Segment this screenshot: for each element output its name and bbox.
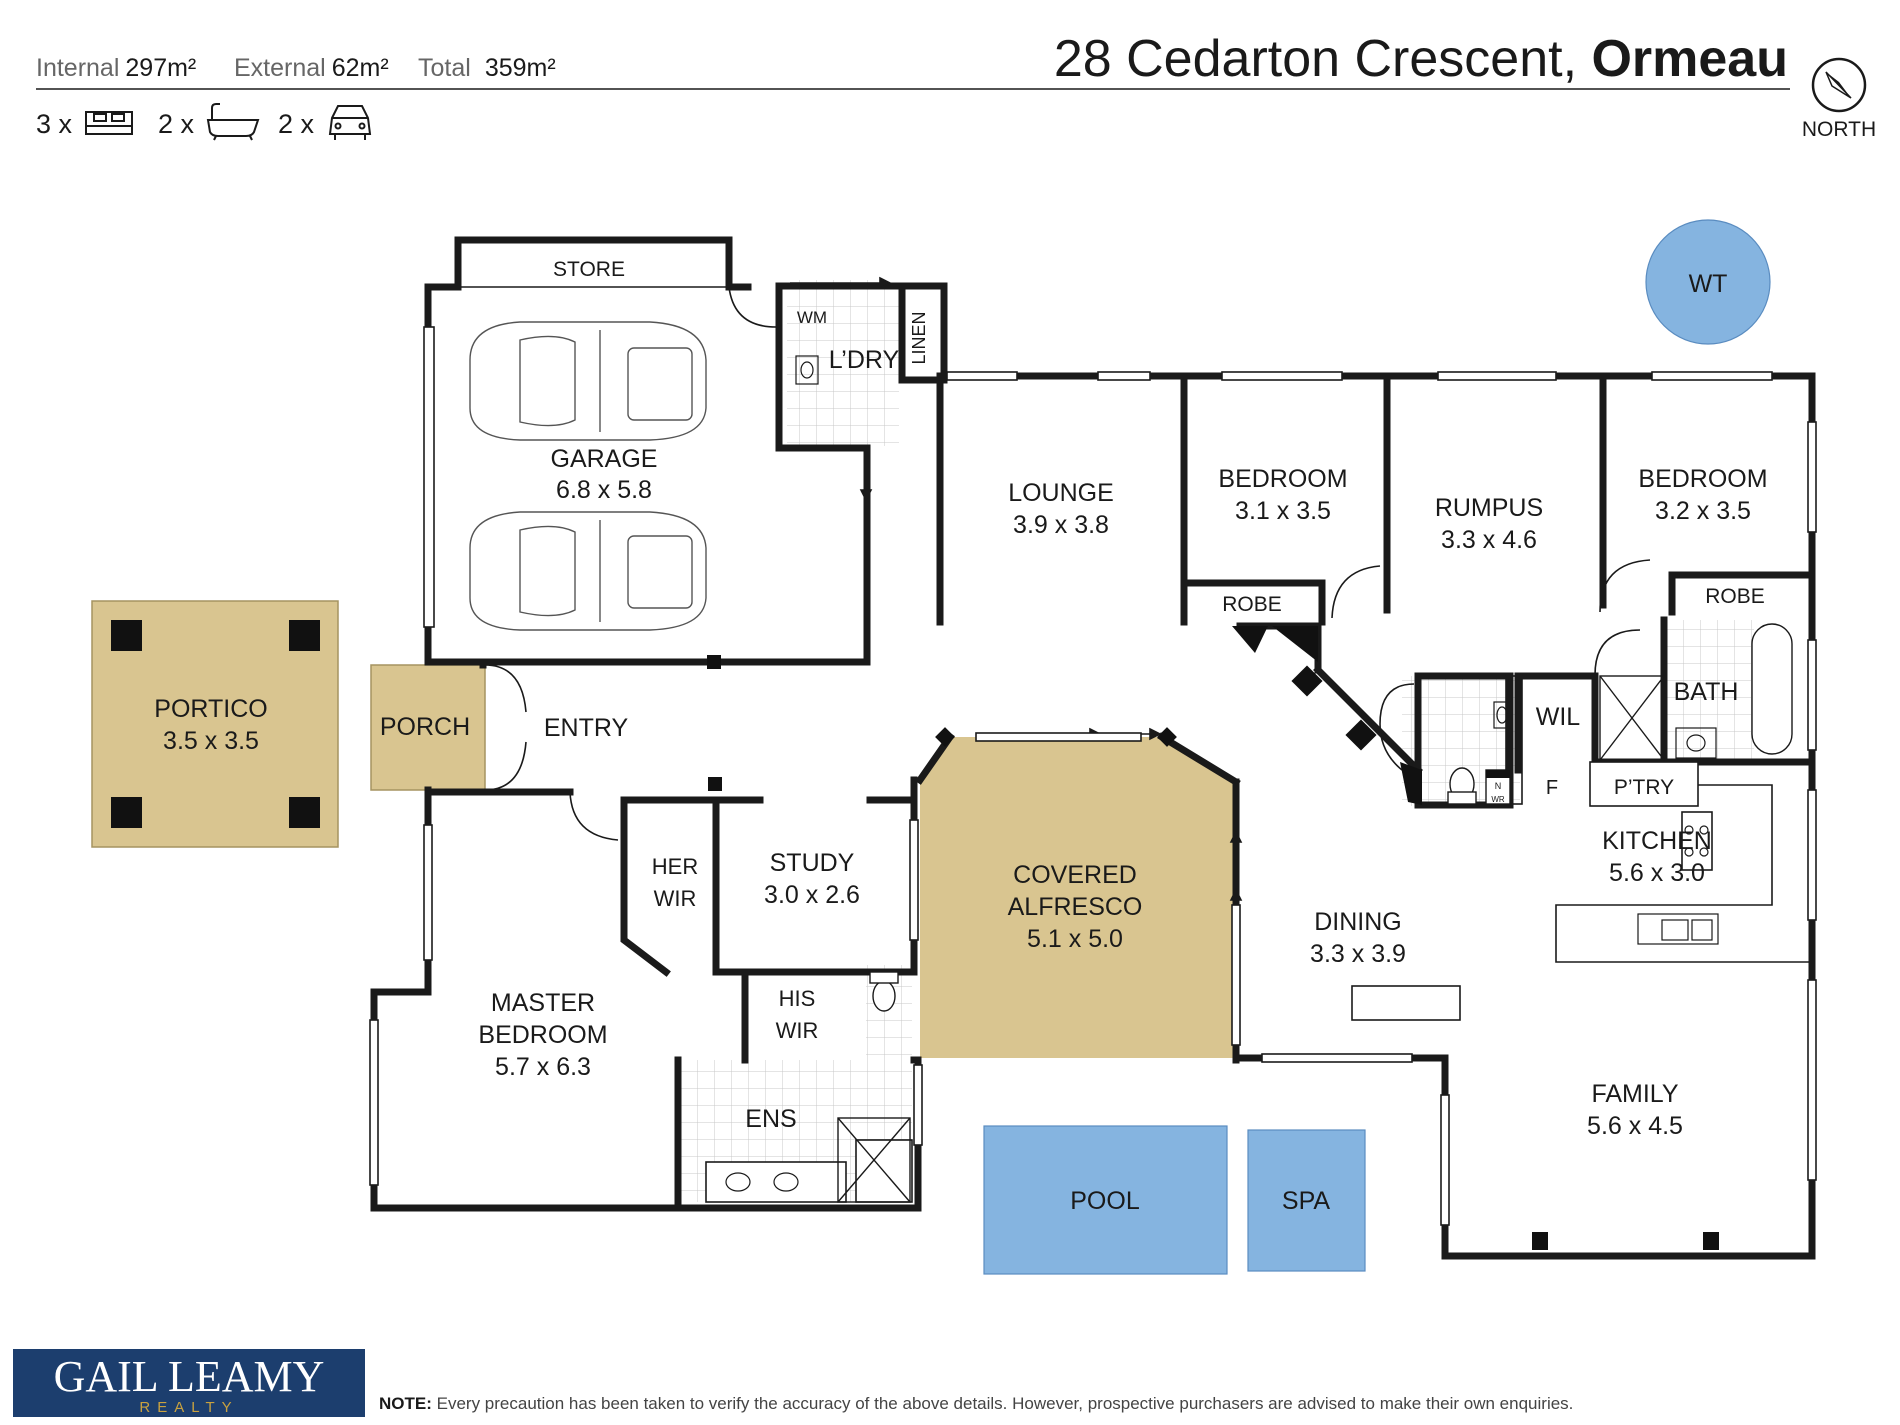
family-dim: 5.6 x 4.5 <box>1587 1112 1683 1140</box>
fridge-label: F <box>1546 777 1558 799</box>
company-logo: GAIL LEAMY REALTY <box>13 1349 365 1417</box>
robe2-label: ROBE <box>1222 593 1282 616</box>
shower-icon <box>837 675 1665 1203</box>
his-wir-label-1: HIS <box>779 986 816 1011</box>
bathtub-icon <box>1751 623 1793 755</box>
car-outline-icon <box>469 511 707 631</box>
note-label: NOTE: <box>379 1394 432 1413</box>
covered-alfresco <box>920 737 1236 1058</box>
bath-icon <box>206 103 260 141</box>
toilet-icon <box>869 971 899 1012</box>
room-labels: STORE WM L’DRY LINEN GARAGE 6.8 x 5.8 LO… <box>154 258 1767 1215</box>
lounge-dim: 3.9 x 3.8 <box>1013 511 1109 539</box>
pantry-label: P’TRY <box>1614 776 1674 799</box>
porch <box>370 664 486 791</box>
bed-count: 3 x <box>36 109 73 139</box>
bedroom2-dim: 3.1 x 3.5 <box>1235 497 1331 525</box>
her-wir-label-1: HER <box>652 854 698 879</box>
bath-count: 2 x <box>158 109 195 139</box>
car-icon <box>328 105 372 140</box>
address-suburb: Ormeau <box>1591 30 1788 88</box>
wil-label: WIL <box>1536 703 1581 731</box>
spa <box>1247 1129 1366 1272</box>
north-arrow-icon <box>1811 57 1867 113</box>
external-value: 62m² <box>332 54 389 82</box>
lounge-label: LOUNGE <box>1008 479 1114 507</box>
bedroom2-label: BEDROOM <box>1218 465 1347 493</box>
master-label-2: BEDROOM <box>478 1021 607 1049</box>
fittings <box>423 286 1812 1203</box>
logo-sub: REALTY <box>139 1399 238 1416</box>
wt-label: WT <box>1689 270 1728 298</box>
dw-wr-label: WR <box>1491 795 1505 804</box>
total-value: 359m² <box>485 54 556 82</box>
sink-icon <box>1637 913 1719 945</box>
portico <box>91 600 339 848</box>
ens-label: ENS <box>745 1105 796 1133</box>
rumpus-dim: 3.3 x 4.6 <box>1441 526 1537 554</box>
note-text: Every precaution has been taken to verif… <box>432 1394 1574 1413</box>
bedroom3-label: BEDROOM <box>1638 465 1767 493</box>
svg-text:NOTE: Every precaution has bee: NOTE: Every precaution has been taken to… <box>379 1394 1573 1413</box>
internal-label: Internal <box>36 54 119 82</box>
master-dim: 5.7 x 6.3 <box>495 1053 591 1081</box>
water-tank <box>1645 219 1771 345</box>
linen-label: LINEN <box>909 311 929 364</box>
study-label: STUDY <box>770 849 855 877</box>
alfresco-dim: 5.1 x 5.0 <box>1027 925 1123 953</box>
family-label: FAMILY <box>1591 1080 1678 1108</box>
car-outline-icon <box>469 321 707 441</box>
garage-label: GARAGE <box>551 445 658 473</box>
dining-label: DINING <box>1314 908 1402 936</box>
robe3-label: ROBE <box>1705 585 1765 608</box>
wm-label: WM <box>797 308 827 327</box>
portico-dim: 3.5 x 3.5 <box>163 727 259 755</box>
laundry-label: L’DRY <box>829 346 900 374</box>
dining-dim: 3.3 x 3.9 <box>1310 940 1406 968</box>
posts <box>707 626 1719 1250</box>
basin-icon <box>725 355 1717 1192</box>
alfresco-label-2: ALFRESCO <box>1008 893 1143 921</box>
store-label: STORE <box>553 258 625 281</box>
toilet-icon <box>1447 767 1477 805</box>
internal-value: 297m² <box>125 54 196 82</box>
portico-label: PORTICO <box>154 695 267 723</box>
bedroom3-dim: 3.2 x 3.5 <box>1655 497 1751 525</box>
svg-text:28 Cedarton Crescent, Ormeau: 28 Cedarton Crescent, Ormeau <box>1054 30 1788 88</box>
spa-label: SPA <box>1282 1187 1330 1215</box>
windows <box>369 371 1817 1226</box>
address-street: 28 Cedarton Crescent, <box>1054 30 1592 88</box>
dw-n-label: N <box>1495 781 1502 791</box>
master-label-1: MASTER <box>491 989 595 1017</box>
external-label: External <box>234 54 326 82</box>
porch-label: PORCH <box>380 713 470 741</box>
kitchen-dim: 5.6 x 3.0 <box>1609 859 1705 887</box>
logo-main: GAIL LEAMY <box>54 1352 325 1401</box>
bed-icon <box>85 111 133 135</box>
rumpus-label: RUMPUS <box>1435 494 1543 522</box>
entry-label: ENTRY <box>544 714 629 742</box>
north-label: NORTH <box>1802 118 1876 141</box>
total-label: Total <box>418 54 471 82</box>
doors <box>484 286 1651 841</box>
bath-label: BATH <box>1674 678 1739 706</box>
pool-label: POOL <box>1070 1187 1140 1215</box>
garage-dim: 6.8 x 5.8 <box>556 476 652 504</box>
cooktop-icon <box>1684 825 1709 857</box>
her-wir-label-2: WIR <box>654 886 697 911</box>
car-count: 2 x <box>278 109 315 139</box>
kitchen-label: KITCHEN <box>1602 827 1712 855</box>
study-dim: 3.0 x 2.6 <box>764 881 860 909</box>
pool <box>983 1125 1228 1275</box>
alfresco-label-1: COVERED <box>1013 861 1137 889</box>
his-wir-label-2: WIR <box>776 1018 819 1043</box>
